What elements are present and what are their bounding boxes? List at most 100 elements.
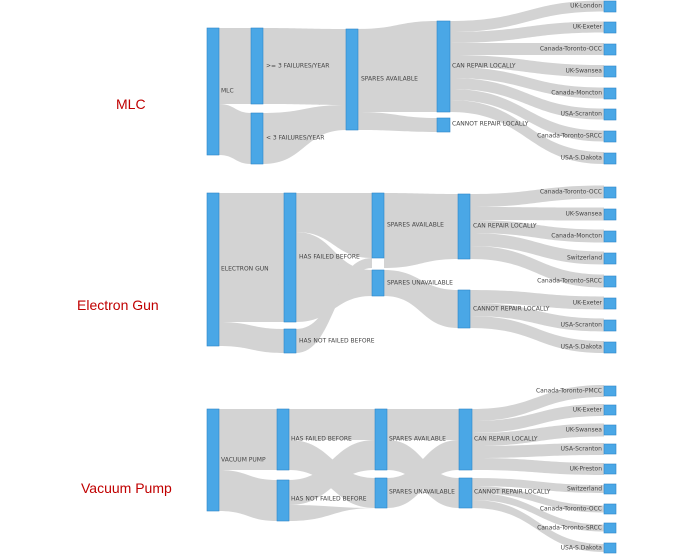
node-dest-9[interactable] — [603, 542, 617, 554]
label-electron-gun: ELECTRON GUN — [221, 266, 269, 273]
node-has-failed-before[interactable] — [283, 192, 297, 323]
electron-gun-panel-title: Electron Gun — [77, 297, 159, 313]
node-spares-unavailable[interactable] — [371, 269, 385, 297]
node-vacuum-pump[interactable] — [206, 408, 220, 512]
node-dest-2[interactable] — [603, 21, 617, 34]
link-dest-3 — [472, 423, 604, 446]
node-dest-2[interactable] — [603, 208, 617, 221]
label-dest-8: USA-S.Dakota — [561, 155, 603, 162]
label-dest-4: UK-Swansea — [565, 68, 602, 75]
node-spares-available[interactable] — [371, 192, 385, 259]
label-dest-1: Canada-Toronto-OCC — [540, 189, 602, 196]
label-dest-3: Canada-Toronto-OCC — [540, 46, 602, 53]
node-spares-unavailable[interactable] — [374, 477, 388, 509]
node-spares-available[interactable] — [374, 408, 388, 471]
link-unavail-norepair — [384, 270, 458, 328]
label-dest-4: USA-Scranton — [561, 446, 603, 453]
label-has-failed-before: HAS FAILED BEFORE — [299, 254, 360, 261]
label-dest-1: Canada-Toronto-PMCC — [536, 388, 602, 395]
mlc-panel-title: MLC — [116, 96, 146, 112]
label-has-failed-before: HAS FAILED BEFORE — [291, 436, 352, 443]
node-lt3[interactable] — [250, 112, 264, 165]
node-dest-7[interactable] — [603, 319, 617, 332]
link-vp-failed — [219, 409, 277, 470]
label-lt3: < 3 FAILURES/YEAR — [266, 135, 324, 142]
node-dest-4[interactable] — [603, 443, 617, 455]
link-dest-1 — [470, 185, 604, 207]
link-notfailed-unavail — [289, 505, 375, 521]
node-dest-1[interactable] — [603, 385, 617, 397]
label-dest-7: USA-Scranton — [561, 322, 603, 329]
link-dest-6 — [470, 290, 604, 310]
label-dest-1: UK-London — [570, 3, 602, 10]
link-spares-repair — [358, 21, 437, 112]
node-spares-available[interactable] — [345, 28, 359, 131]
node-dest-5[interactable] — [603, 463, 617, 475]
label-can-repair-locally: CAN REPAIR LOCALLY — [473, 223, 537, 230]
label-dest-8: Canada-Toronto-SRCC — [537, 525, 602, 532]
node-dest-8[interactable] — [603, 341, 617, 354]
link-repair-dest-8 — [450, 100, 604, 164]
node-dest-3[interactable] — [603, 43, 617, 56]
node-dest-3[interactable] — [603, 230, 617, 243]
node-electron-gun[interactable] — [206, 192, 220, 347]
label-dest-7: Canada-Toronto-OCC — [540, 506, 602, 513]
link-dest-4 — [470, 233, 604, 265]
node-dest-6[interactable] — [603, 483, 617, 495]
link-repair-dest-2 — [450, 21, 604, 43]
link-eg-failed — [219, 193, 284, 322]
node-dest-5[interactable] — [603, 87, 617, 100]
label-dest-4: Switzerland — [567, 255, 602, 262]
label-dest-5: UK-Preston — [570, 466, 603, 473]
link-repair-dest-3 — [450, 43, 604, 55]
link-dest-2 — [470, 207, 604, 221]
node-has-not-failed-before[interactable] — [283, 328, 297, 354]
node-dest-1[interactable] — [603, 0, 617, 13]
link-mlc-lt3 — [219, 104, 251, 164]
link-repair-dest-4 — [450, 55, 604, 77]
link-dest-2 — [472, 404, 604, 433]
label-cannot-repair-locally: CANNOT REPAIR LOCALLY — [452, 121, 529, 128]
node-dest-6[interactable] — [603, 108, 617, 121]
node-dest-6[interactable] — [603, 297, 617, 310]
link-eg-notfailed — [219, 322, 284, 353]
node-dest-3[interactable] — [603, 424, 617, 436]
link-dest-1 — [472, 385, 604, 421]
label-dest-8: USA-S.Dakota — [561, 344, 603, 351]
node-dest-4[interactable] — [603, 252, 617, 265]
node-cannot-repair-locally[interactable] — [436, 117, 451, 133]
link-dest-7 — [472, 486, 604, 513]
link-dest-8 — [470, 316, 604, 353]
node-cannot-repair-locally[interactable] — [458, 477, 473, 509]
node-can-repair-locally[interactable] — [458, 408, 473, 471]
node-dest-8[interactable] — [603, 522, 617, 534]
node-cannot-repair-locally[interactable] — [457, 289, 471, 329]
node-dest-8[interactable] — [603, 152, 617, 165]
node-dest-2[interactable] — [603, 404, 617, 416]
node-has-failed-before[interactable] — [276, 408, 290, 471]
link-repair-dest-7 — [450, 89, 604, 142]
link-notfailed-spares — [296, 258, 372, 353]
label-dest-2: UK-Exeter — [573, 24, 603, 31]
node-mlc[interactable] — [206, 27, 220, 156]
node-dest-4[interactable] — [603, 65, 617, 78]
node-dest-7[interactable] — [603, 503, 617, 515]
node-ge3[interactable] — [250, 27, 264, 105]
node-dest-5[interactable] — [603, 275, 617, 288]
node-can-repair-locally[interactable] — [436, 20, 451, 113]
label-dest-6: Switzerland — [567, 486, 602, 493]
link-repair-dest-1 — [450, 0, 604, 32]
label-spares-available: SPARES AVAILABLE — [389, 436, 446, 443]
link-spares-norepair — [358, 112, 437, 132]
node-has-not-failed-before[interactable] — [276, 479, 290, 522]
link-failed-spares — [296, 193, 372, 258]
node-dest-7[interactable] — [603, 130, 617, 143]
label-spares-unavailable: SPARES UNAVAILABLE — [387, 280, 453, 287]
node-can-repair-locally[interactable] — [457, 193, 471, 260]
link-dest-8 — [472, 493, 604, 532]
node-dest-1[interactable] — [603, 186, 617, 199]
link-dest-4 — [472, 443, 604, 458]
label-spares-unavailable: SPARES UNAVAILABLE — [389, 489, 455, 496]
link-vp-notfailed — [219, 470, 277, 521]
